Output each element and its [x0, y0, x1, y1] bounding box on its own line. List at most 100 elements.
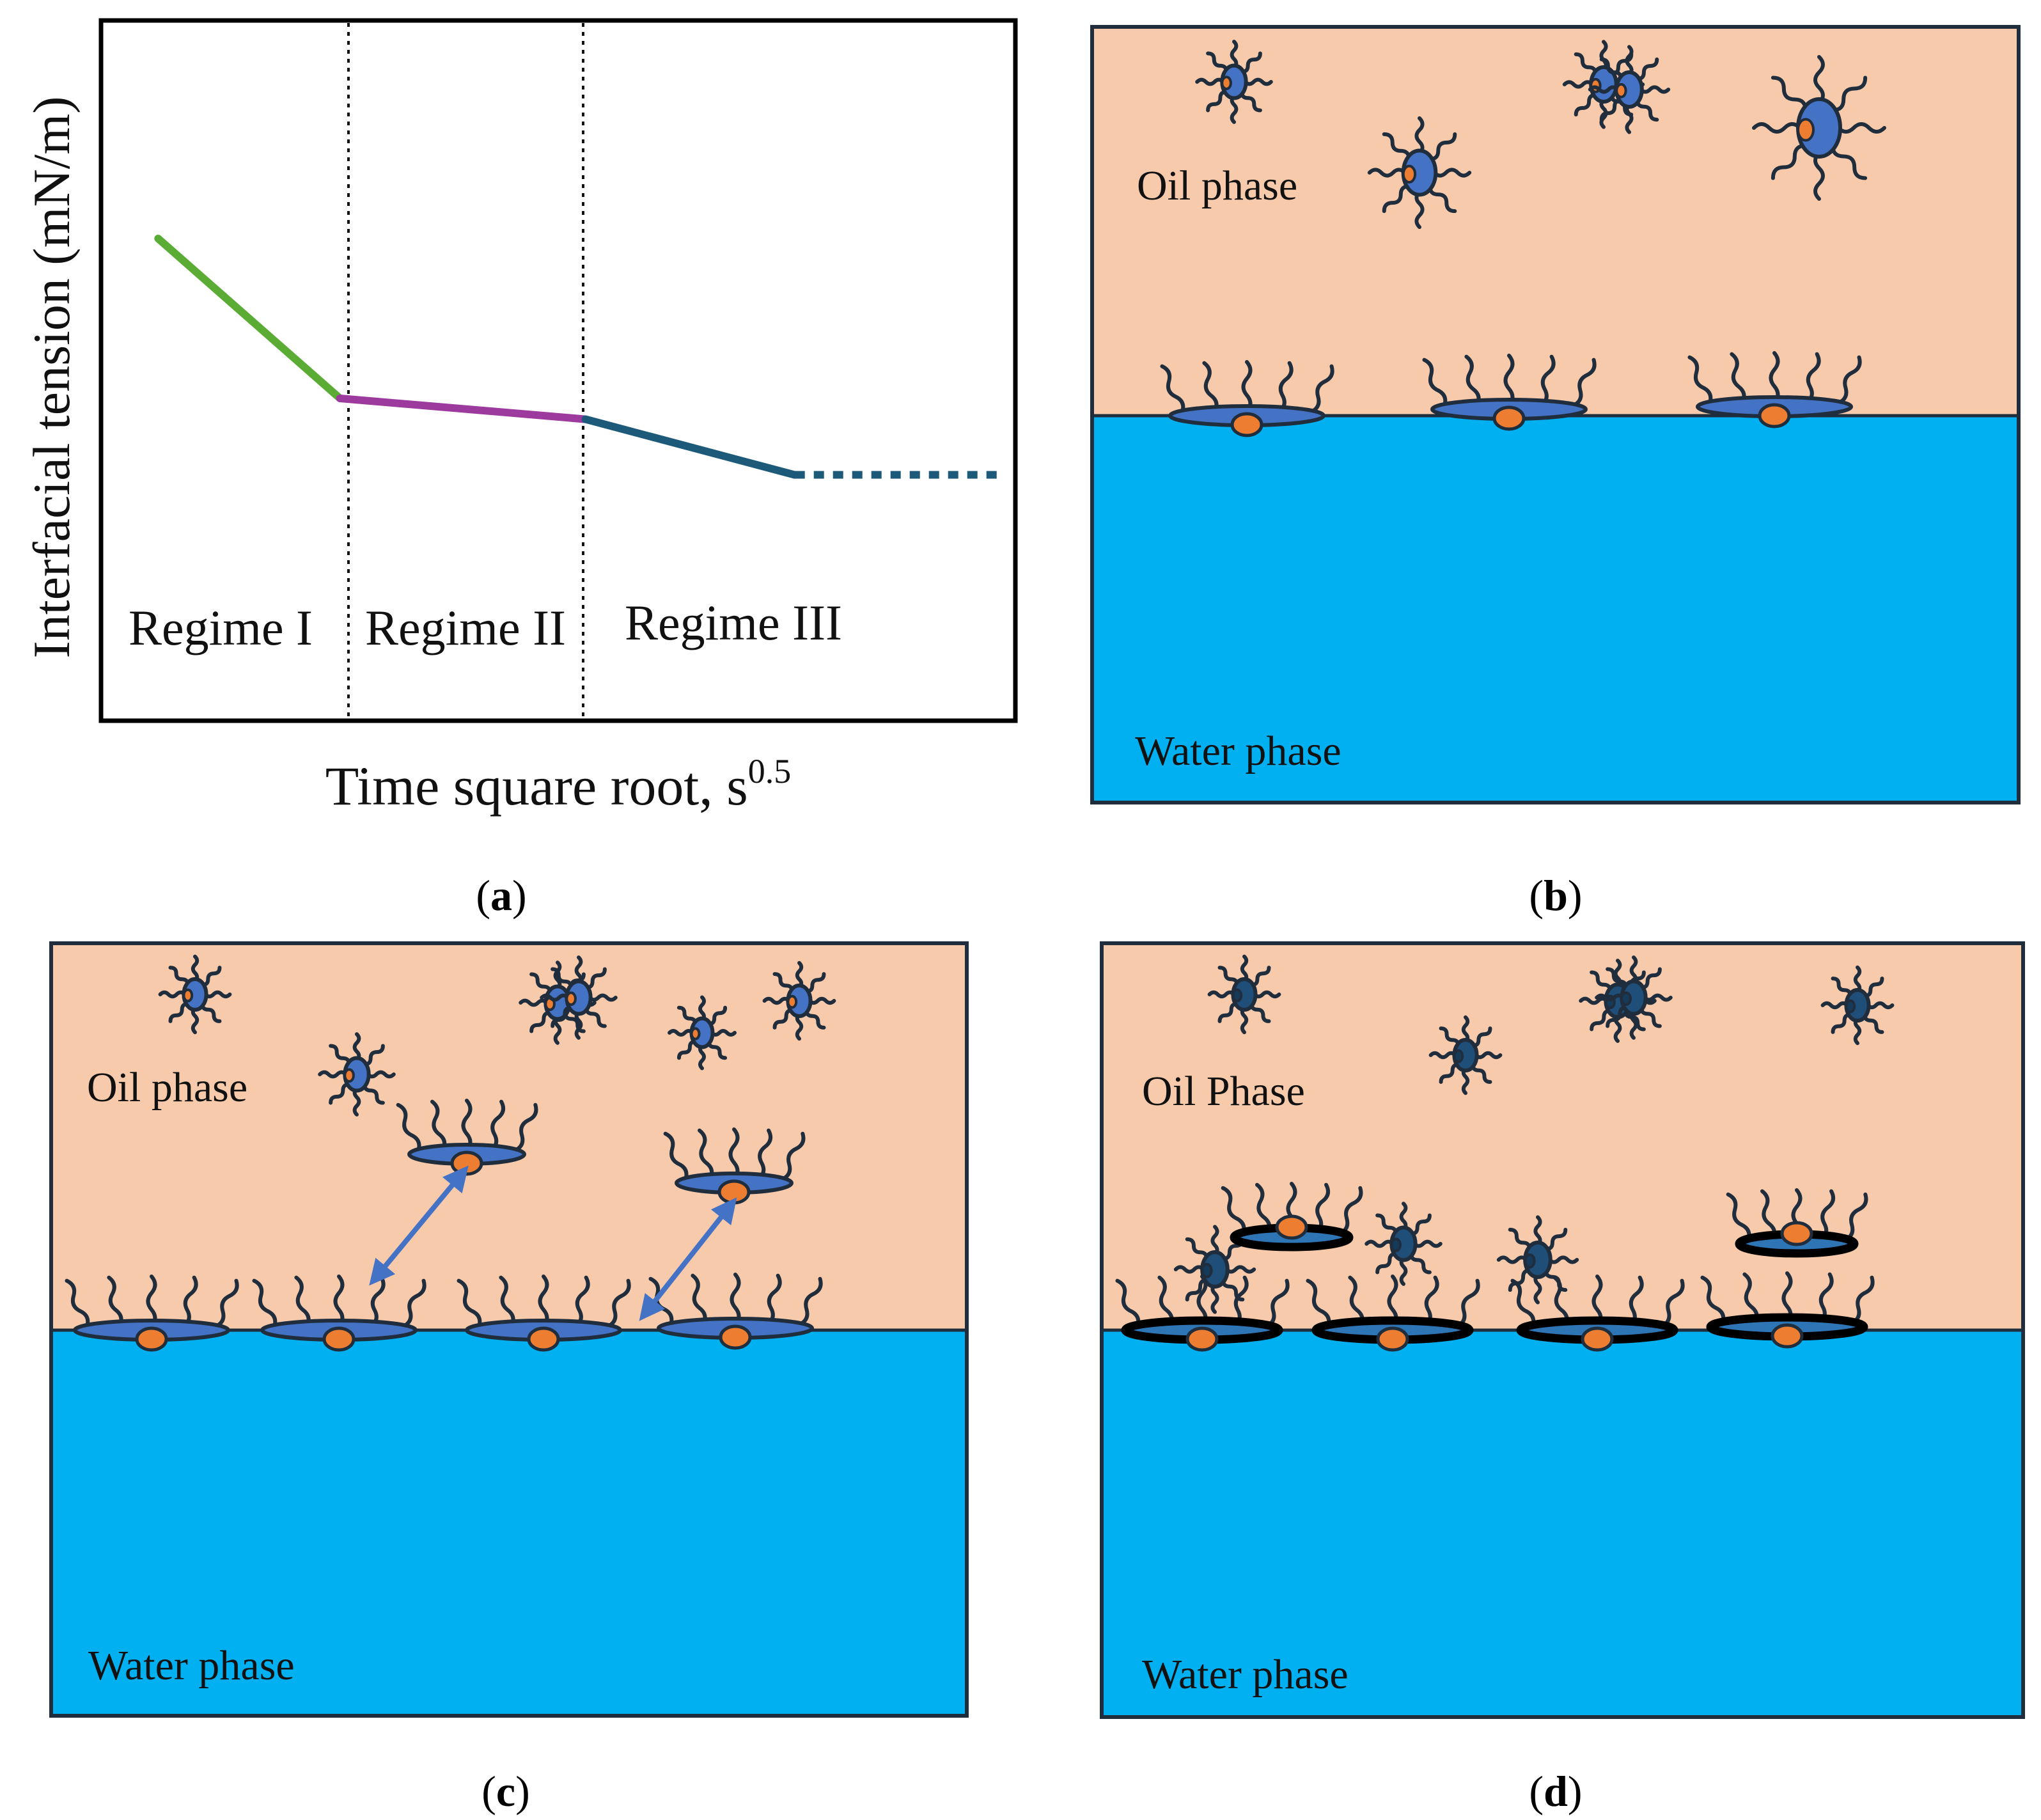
hydrocarbon-tail [1571, 357, 1597, 407]
polar-head [1845, 999, 1856, 1014]
panel-b: Oil phase Water phase (b) [1090, 25, 2021, 920]
polar-head [717, 1179, 751, 1205]
hydrocarbon-tail [1461, 1066, 1470, 1095]
polar-head [182, 988, 194, 1003]
adsorbed-surfactant-molecule [663, 1127, 806, 1205]
hydrocarbon-tail [1547, 1255, 1579, 1264]
free-surfactant-molecule [1496, 1215, 1579, 1305]
hydrocarbon-tail [396, 1102, 421, 1152]
hydrocarbon-tail [1496, 1255, 1528, 1264]
regime-2-label: Regime II [365, 600, 566, 655]
adsorbed-surfactant-molecule [1221, 1182, 1363, 1251]
hydrocarbon-tail [1115, 1278, 1141, 1328]
hydrocarbon-tail [1574, 93, 1598, 117]
hydrocarbon-tail [780, 1131, 806, 1181]
hydrocarbon-tail [1230, 40, 1239, 70]
hydrocarbon-tail [1428, 1051, 1457, 1060]
hydrocarbon-tail [1217, 966, 1239, 987]
adsorbed-surfactant-molecule [1700, 1271, 1875, 1349]
hydrocarbon-tail [1338, 1186, 1363, 1236]
free-surfactant-molecule [1428, 1015, 1503, 1095]
hydrocarbon-tail [1843, 1192, 1868, 1242]
hydrocarbon-tail [676, 1039, 698, 1060]
hydrocarbon-tail [168, 966, 190, 987]
hydrocarbon-tail [1863, 1012, 1884, 1034]
free-surfactant-molecule [1367, 116, 1472, 230]
hydrocarbon-tail [1599, 98, 1623, 122]
hydrocarbon-tail [329, 1044, 351, 1067]
hydrocarbon-tail [294, 1275, 311, 1328]
hydrocarbon-tail [1820, 1001, 1849, 1010]
hydrocarbon-tail [795, 961, 804, 990]
hydrocarbon-tail [1249, 966, 1271, 987]
hydrocarbon-tail [1422, 357, 1448, 407]
panel-c-label: (c) [481, 1767, 530, 1816]
hydrocarbon-tail [1643, 993, 1673, 1002]
hydrocarbon-tail [1173, 1265, 1205, 1274]
hydrocarbon-tail [1471, 1062, 1492, 1084]
adsorbed-surfactant-molecule [1306, 1275, 1480, 1352]
polar-head [322, 1326, 356, 1352]
hydrocarbon-tail [1544, 1227, 1568, 1251]
adsorbed-surfactant-molecule [1687, 351, 1862, 428]
adsorbed-surfactant-molecule [1726, 1188, 1868, 1258]
polar-head [1492, 405, 1526, 431]
hydrocarbon-tail [529, 1010, 552, 1033]
panel-c: Oil phase Water phase (c) [49, 941, 969, 1816]
hydrocarbon-tail [1590, 970, 1612, 993]
free-surfactant-molecule [540, 955, 618, 1040]
hydrocarbon-tail [1590, 1008, 1612, 1032]
polar-head [1615, 82, 1627, 98]
hydrocarbon-tail [1455, 1278, 1480, 1328]
hydrocarbon-tail [1375, 1251, 1398, 1275]
hydrocarbon-tail [1414, 189, 1425, 230]
chart-series-group [154, 234, 1004, 479]
hydrocarbon-tail [606, 1278, 631, 1328]
hydrocarbon-tail [765, 1273, 782, 1326]
polar-head [1221, 75, 1232, 91]
hydrocarbon-tail [1831, 75, 1868, 113]
polar-head [719, 1324, 752, 1350]
hydrocarbon-tail [363, 1044, 385, 1067]
hydrocarbon-tail [1863, 977, 1884, 998]
hydrocarbon-tail [1185, 1278, 1209, 1302]
hydrocarbon-tail [1588, 85, 1620, 94]
hydrocarbon-tail [1409, 1213, 1432, 1236]
hydrocarbon-tail [551, 967, 573, 990]
hydrocarbon-tail [1399, 1202, 1408, 1232]
hydrocarbon-tail [1367, 168, 1407, 178]
hydrocarbon-tail [1659, 1278, 1685, 1328]
hydrocarbon-tail [1207, 990, 1236, 999]
water-phase-label: Water phase [88, 1642, 295, 1689]
hydrocarbon-tail [1508, 1268, 1532, 1292]
hydrocarbon-tail [1510, 1278, 1536, 1328]
free-surfactant-molecule [1820, 965, 1895, 1046]
free-surfactant-molecule [1195, 40, 1273, 124]
adsorbed-surfactant-molecule [457, 1275, 631, 1352]
hydrocarbon-tail [369, 1275, 386, 1328]
polar-head [1390, 1237, 1402, 1253]
regime-3-label: Regime III [625, 595, 842, 650]
hydrocarbon-tail [1533, 1215, 1542, 1247]
hydrocarbon-tail [363, 1082, 385, 1105]
oil-phase-region [1092, 27, 2019, 416]
panel-a: Regime I Regime II Regime III Interfacia… [22, 18, 1018, 920]
hydrocarbon-tail [1769, 351, 1780, 405]
hydrocarbon-tail [1439, 1062, 1460, 1084]
hydrocarbon-tail [1726, 1192, 1751, 1242]
panel-b-label: (b) [1529, 871, 1582, 920]
adsorbed-surfactant-molecule [1510, 1275, 1685, 1352]
hydrocarbon-tail [1813, 151, 1825, 201]
hydrocarbon-tail [1309, 364, 1334, 414]
hydrocarbon-tail [772, 972, 794, 994]
polar-head [1758, 403, 1791, 428]
hydrocarbon-tail [1849, 1275, 1875, 1325]
hydrocarbon-tail [519, 998, 549, 1007]
hydrocarbon-tail [697, 1128, 714, 1181]
hydrocarbon-tail [1414, 116, 1425, 156]
hydrocarbon-tail [663, 1131, 689, 1181]
polar-head [1797, 118, 1815, 142]
hydrocarbon-tail [574, 1010, 583, 1040]
hydrocarbon-tail [1595, 993, 1625, 1002]
